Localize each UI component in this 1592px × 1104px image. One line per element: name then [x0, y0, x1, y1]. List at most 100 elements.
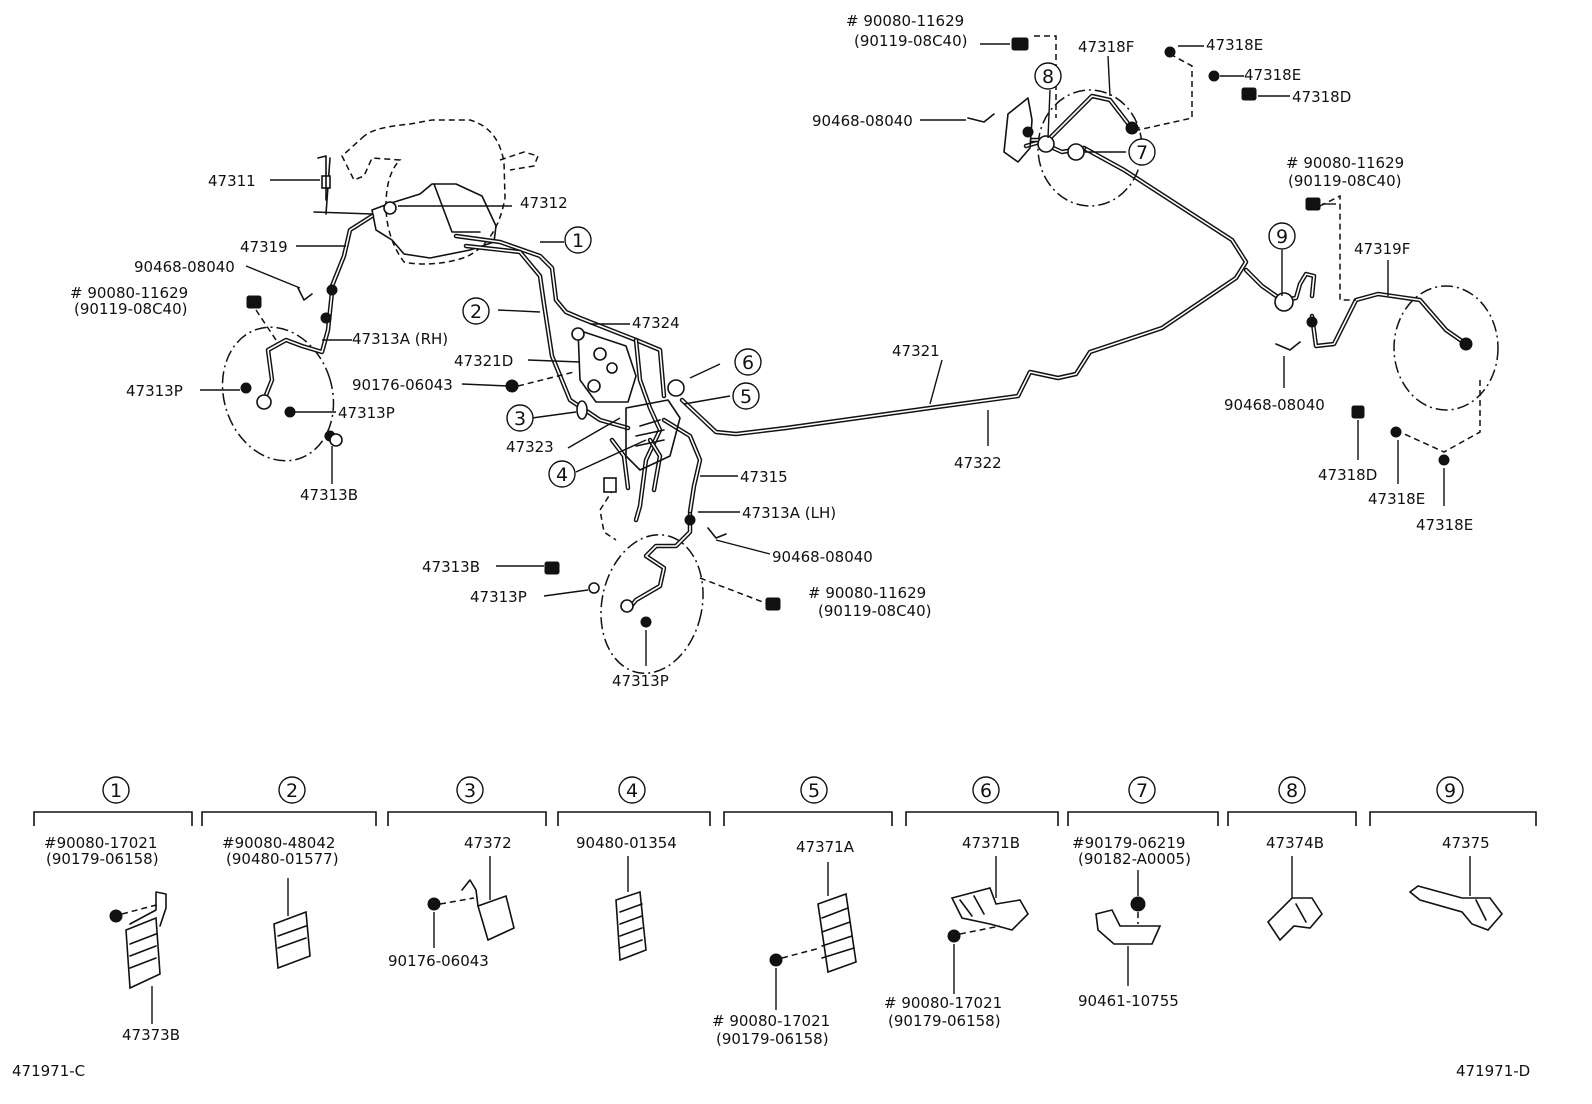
label-47324: 47324 — [632, 314, 680, 332]
detail-4: 4 90480-01354 — [557, 776, 711, 962]
svg-text:2: 2 — [286, 780, 298, 802]
footer-code-left: 471971-C — [12, 1062, 85, 1080]
svg-text:# 90080-17021: # 90080-17021 — [884, 994, 1002, 1012]
svg-text:47372: 47372 — [464, 834, 512, 852]
svg-text:(90179-06158): (90179-06158) — [716, 1030, 829, 1048]
front-right-hose — [221, 155, 343, 462]
detail-panels: 1 #90080-17021 (90179-06158) 47373B 2 #9… — [33, 776, 1537, 1048]
svg-text:47371B: 47371B — [962, 834, 1020, 852]
label-bolt-rear-top-2: (90119-08C40) — [854, 32, 967, 50]
label-clip-rear-top: 90468-08040 — [812, 112, 913, 130]
svg-text:47374B: 47374B — [1266, 834, 1324, 852]
detail-6: 6 47371B # 90080-17021 (90179-06158) — [884, 776, 1059, 1030]
label-clip-lh: 90468-08040 — [772, 548, 873, 566]
svg-text:4: 4 — [626, 780, 638, 802]
svg-text:6: 6 — [980, 780, 992, 802]
label-gasket-rh-a: 47313P — [126, 382, 183, 400]
combination-valve — [571, 327, 681, 471]
callouts: 1 2 3 4 5 6 7 8 9 — [462, 62, 1296, 488]
label-bolt-lh-2: (90119-08C40) — [818, 602, 931, 620]
master-cylinder — [371, 183, 497, 259]
detail-3: 3 47372 90176-06043 — [387, 776, 547, 970]
label-47318D-b: 47318D — [1318, 466, 1377, 484]
callout-2: 2 — [462, 297, 490, 325]
label-47318E-c: 47318E — [1368, 490, 1425, 508]
rear-lower-hose — [1274, 194, 1499, 466]
svg-text:7: 7 — [1136, 142, 1148, 164]
callout-1: 1 — [564, 226, 592, 254]
svg-text:6: 6 — [742, 352, 754, 374]
svg-text:3: 3 — [514, 408, 526, 430]
label-clip-rh: 90468-08040 — [134, 258, 235, 276]
detail-7: 7 #90179-06219 (90182-A0005) 90461-10755 — [1067, 776, 1219, 1010]
label-hose-lh: 47313A (LH) — [742, 504, 836, 522]
front-left-hose — [544, 477, 781, 675]
label-47311: 47311 — [208, 172, 256, 190]
svg-text:8: 8 — [1042, 66, 1054, 88]
svg-text:#90080-17021: #90080-17021 — [44, 834, 157, 852]
callout-6: 6 — [734, 348, 762, 376]
svg-text:90461-10755: 90461-10755 — [1078, 992, 1179, 1010]
svg-text:90480-01354: 90480-01354 — [576, 834, 677, 852]
label-47323: 47323 — [506, 438, 554, 456]
label-47319F: 47319F — [1354, 240, 1410, 258]
part-labels: 47311 47312 47319 90468-08040 # 90080-11… — [70, 12, 1473, 690]
label-47315: 47315 — [740, 468, 788, 486]
label-47321: 47321 — [892, 342, 940, 360]
brake-tubes — [313, 139, 1317, 523]
label-47318E-b: 47318E — [1244, 66, 1301, 84]
svg-text:90176-06043: 90176-06043 — [388, 952, 489, 970]
detail-9: 9 47375 — [1369, 776, 1537, 931]
svg-text:47371A: 47371A — [796, 838, 855, 856]
label-bolt-rear-right-2: (90119-08C40) — [1288, 172, 1401, 190]
svg-text:9: 9 — [1444, 780, 1456, 802]
label-gasket-rh-b: 47313P — [338, 404, 395, 422]
svg-text:4: 4 — [556, 464, 568, 486]
svg-text:5: 5 — [808, 780, 820, 802]
label-bolt-lh-1: # 90080-11629 — [808, 584, 926, 602]
svg-text:1: 1 — [572, 230, 584, 252]
svg-text:47375: 47375 — [1442, 834, 1490, 852]
label-47318E-a: 47318E — [1206, 36, 1263, 54]
svg-text:2: 2 — [470, 301, 482, 323]
label-gasket-lh-a: 47313P — [470, 588, 527, 606]
label-bolt-rh-2: (90119-08C40) — [74, 300, 187, 318]
detail-1: 1 #90080-17021 (90179-06158) 47373B — [33, 776, 193, 1044]
label-screw-center: 90176-06043 — [352, 376, 453, 394]
svg-text:#90080-48042: #90080-48042 — [222, 834, 335, 852]
svg-text:1: 1 — [110, 780, 122, 802]
svg-text:(90480-01577): (90480-01577) — [226, 850, 339, 868]
svg-text:5: 5 — [740, 386, 752, 408]
label-47312: 47312 — [520, 194, 568, 212]
callout-5: 5 — [732, 382, 760, 410]
label-bolt-rh-1: # 90080-11629 — [70, 284, 188, 302]
rear-upper-hose — [967, 35, 1257, 207]
label-47318D-a: 47318D — [1292, 88, 1351, 106]
detail-5: 5 47371A # 90080-17021 (90179-06158) — [712, 776, 893, 1048]
callout-7: 7 — [1128, 138, 1156, 166]
label-gasket-lh-b: 47313P — [612, 672, 669, 690]
label-47322: 47322 — [954, 454, 1002, 472]
callout-3: 3 — [506, 404, 534, 432]
svg-text:#90179-06219: #90179-06219 — [1072, 834, 1185, 852]
svg-text:7: 7 — [1136, 780, 1148, 802]
label-47319: 47319 — [240, 238, 288, 256]
svg-text:9: 9 — [1276, 226, 1288, 248]
label-bolt-rear-top-1: # 90080-11629 — [846, 12, 964, 30]
detail-2: 2 #90080-48042 (90480-01577) — [201, 776, 377, 970]
svg-text:(90179-06158): (90179-06158) — [888, 1012, 1001, 1030]
label-bolt-union-lh: 47313B — [422, 558, 480, 576]
svg-text:47373B: 47373B — [122, 1026, 180, 1044]
label-clip-rear-right: 90468-08040 — [1224, 396, 1325, 414]
footer-code-right: 471971-D — [1456, 1062, 1530, 1080]
svg-text:(90182-A0005): (90182-A0005) — [1078, 850, 1191, 868]
label-47318F: 47318F — [1078, 38, 1134, 56]
svg-text:3: 3 — [464, 780, 476, 802]
label-bolt-rear-right-1: # 90080-11629 — [1286, 154, 1404, 172]
callout-8: 8 — [1034, 62, 1062, 90]
label-bolt-union-rh: 47313B — [300, 486, 358, 504]
svg-text:# 90080-17021: # 90080-17021 — [712, 1012, 830, 1030]
callout-9: 9 — [1268, 222, 1296, 250]
